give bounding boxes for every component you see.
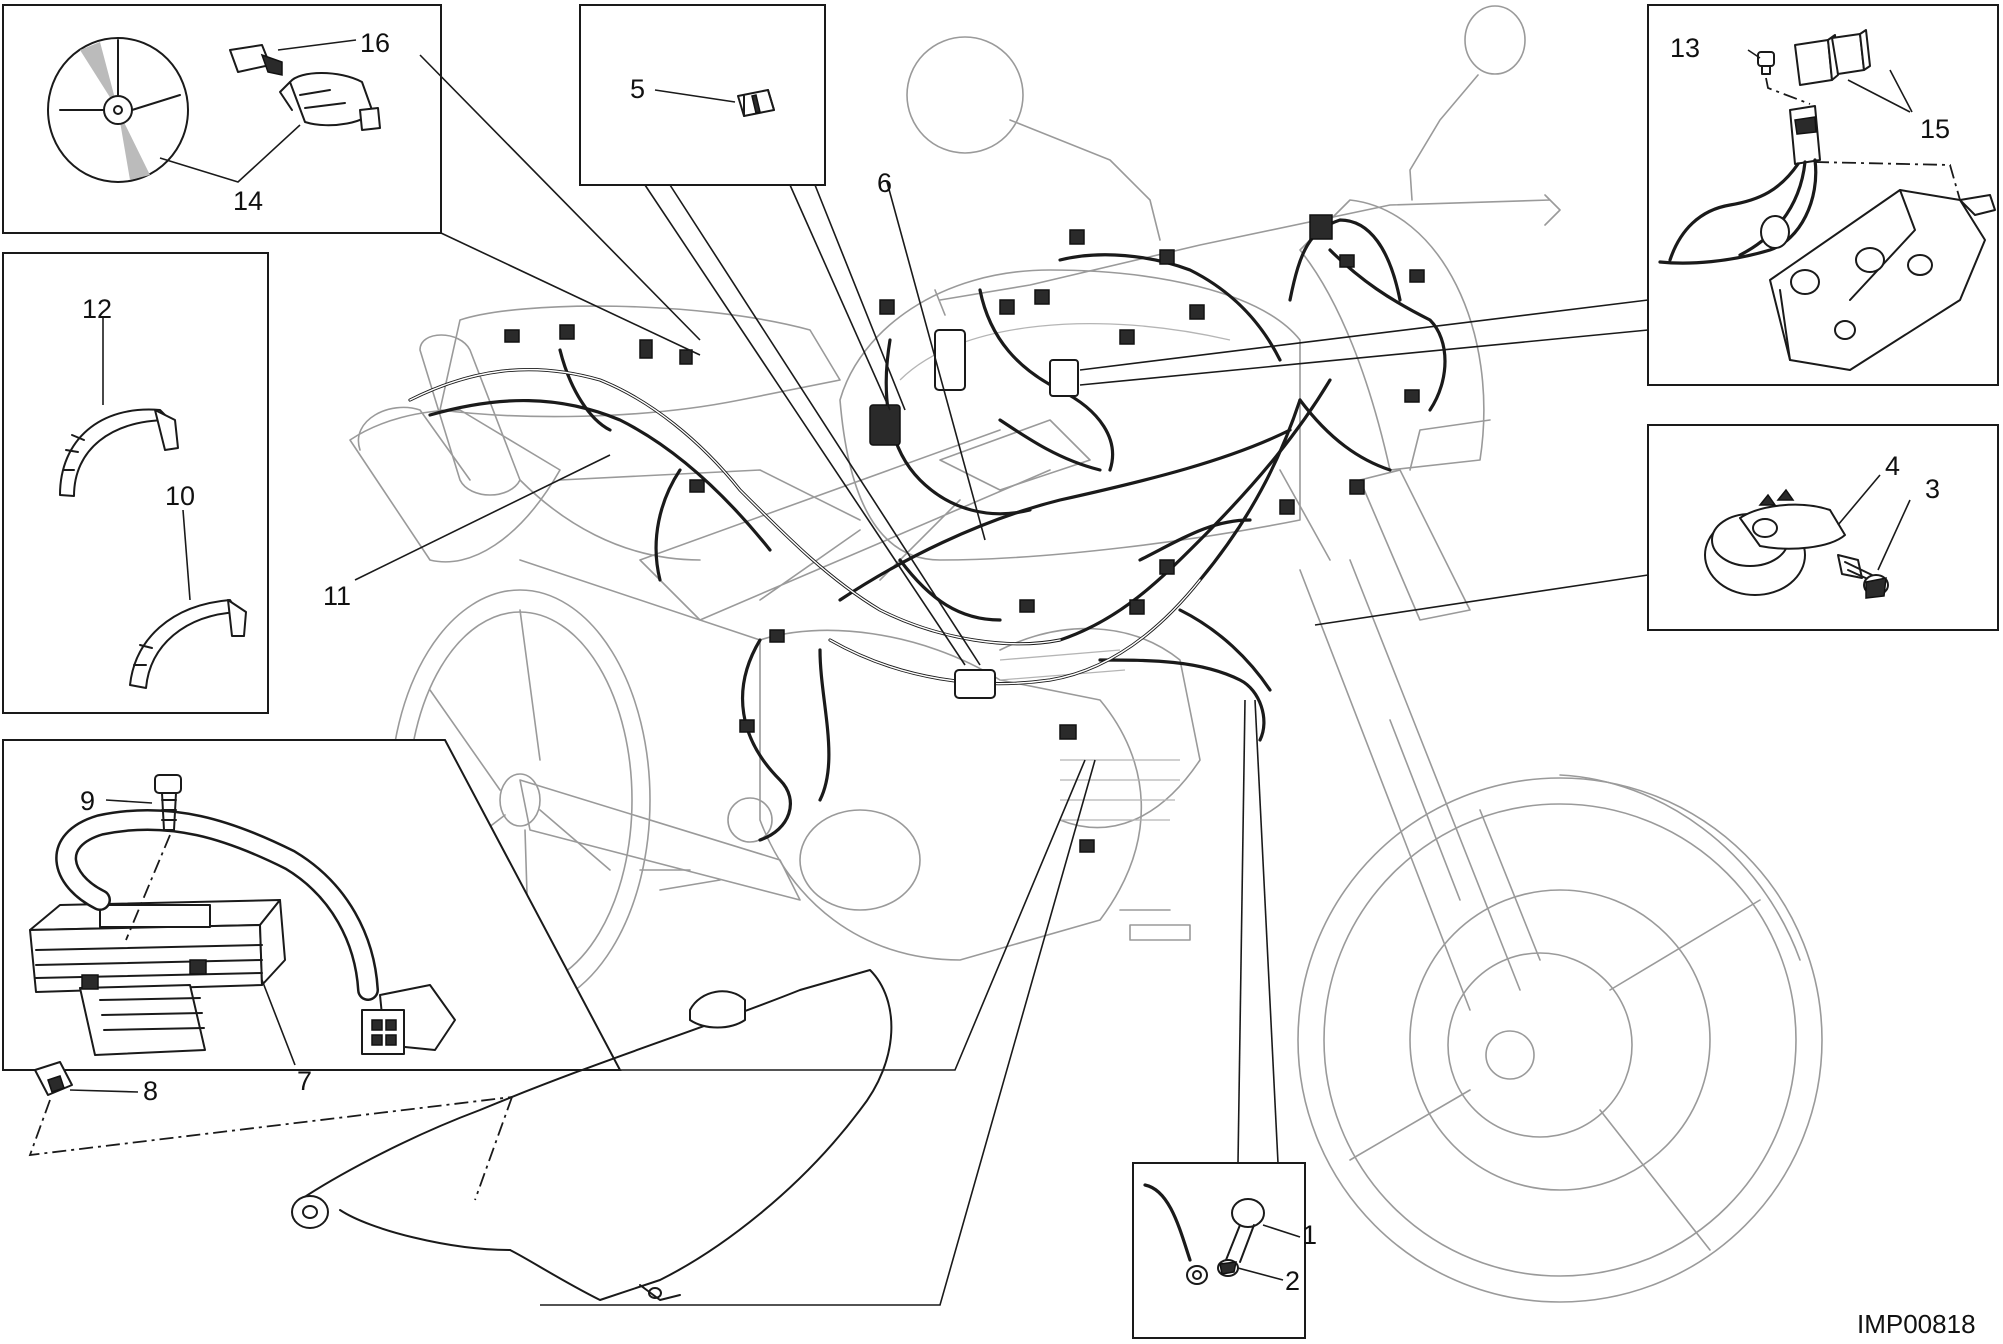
regulator-icon [29, 899, 286, 1056]
callout-11: 11 [323, 581, 351, 611]
main-wiring-harness [408, 214, 1447, 853]
screw-icon [1757, 51, 1775, 75]
panel-ground-bolt: 1 2 [1132, 1162, 1317, 1339]
cable-tie-small-icon [129, 599, 247, 689]
stop-switch-icon [229, 44, 381, 131]
relay-socket-icon [1658, 105, 1821, 265]
harness-connectors [504, 214, 1425, 853]
cd-disc-icon [47, 37, 189, 183]
relay-bracket-icon [1769, 189, 1996, 371]
fuse-icon [737, 89, 775, 117]
horn-icon [1704, 488, 1846, 596]
cable-tie-large-icon [59, 408, 179, 497]
figure-code: IMP00818 [1857, 1309, 1976, 1339]
callout-1: 1 [1302, 1220, 1317, 1250]
ground-bolt-icon [1217, 1198, 1265, 1277]
panel-horn: 4 3 [1647, 424, 1999, 631]
callout-5: 5 [630, 74, 645, 104]
regulator-connector-icon [361, 984, 456, 1055]
callout-4: 4 [1885, 451, 1900, 481]
callout-2: 2 [1285, 1266, 1300, 1296]
callout-7: 7 [297, 1066, 312, 1096]
callout-10: 10 [165, 481, 195, 511]
panel-cd-and-switch: 16 14 [2, 4, 442, 234]
callout-13: 13 [1670, 33, 1700, 63]
callout-3: 3 [1925, 474, 1940, 504]
relay-icon [1794, 29, 1871, 86]
regulator-screw-icon [154, 774, 182, 831]
callout-9: 9 [80, 786, 95, 816]
panel-relays: 13 15 [1647, 4, 1999, 386]
front-wheel [1297, 774, 1823, 1303]
panel-voltage-regulator: 9 8 7 [2, 739, 622, 1157]
panel-cable-ties: 12 10 [2, 252, 269, 714]
callout-14: 14 [233, 186, 263, 216]
leader-lines [354, 54, 1649, 1306]
clip-nut-icon [34, 1061, 73, 1096]
regulator-cable-icon [55, 808, 379, 1001]
callout-16: 16 [360, 28, 390, 58]
ground-cable-icon [1143, 1183, 1208, 1285]
callout-6: 6 [877, 168, 892, 198]
callout-15: 15 [1920, 114, 1950, 144]
callout-12: 12 [82, 294, 112, 324]
panel-fuse: 5 [579, 4, 826, 186]
callout-8: 8 [143, 1076, 158, 1106]
regulator-bracket-icon [291, 969, 893, 1301]
horn-bolt-icon [1837, 554, 1889, 599]
motorcycle-outline [349, 5, 1823, 1303]
